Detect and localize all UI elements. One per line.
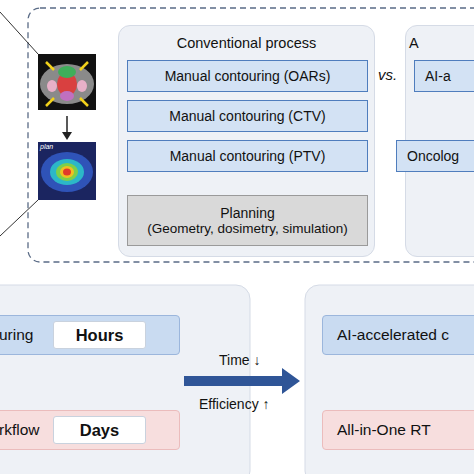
node-text: Planning bbox=[220, 205, 275, 221]
ct-image bbox=[38, 54, 96, 110]
process-box: Oncolog bbox=[396, 140, 474, 172]
node-text: rkflow bbox=[0, 421, 39, 439]
node-text: All-in-One RT bbox=[337, 421, 431, 439]
process-box: Manual contouring (OARs) bbox=[127, 60, 368, 92]
time-value: Hours bbox=[53, 321, 146, 349]
node-text: AI-accelerated c bbox=[337, 326, 449, 344]
node-text: Days bbox=[80, 421, 119, 440]
node-text: A bbox=[409, 35, 419, 51]
node-text: AI-a bbox=[425, 68, 451, 84]
node-text: Hours bbox=[76, 326, 124, 345]
process-panel: Conventional processManual contouring (O… bbox=[118, 25, 375, 257]
arrow-head bbox=[62, 132, 72, 140]
process-box: Manual contouring (PTV) bbox=[127, 140, 368, 172]
time-bar: rkflow Days bbox=[0, 410, 180, 450]
time-value: Days bbox=[53, 416, 146, 444]
time-bar: All-in-One RT bbox=[322, 410, 474, 450]
big-arrow bbox=[184, 368, 300, 394]
zoom-line bbox=[0, 200, 38, 236]
planning-box: Planning(Geometry, dosimetry, simulation… bbox=[127, 195, 368, 246]
node-text: Manual contouring (OARs) bbox=[165, 68, 331, 84]
node-text: uring bbox=[0, 326, 33, 344]
node-text: Manual contouring (PTV) bbox=[170, 148, 326, 164]
node-text: Conventional process bbox=[177, 35, 316, 51]
image-tag: plan bbox=[40, 143, 53, 150]
process-box: AI-a bbox=[414, 60, 474, 92]
node-text: Manual contouring (CTV) bbox=[169, 108, 325, 124]
process-panel: A AI-aOncolog bbox=[405, 25, 474, 257]
zoom-line bbox=[0, 12, 38, 54]
vs-label: vs. bbox=[378, 66, 397, 83]
process-box: Manual contouring (CTV) bbox=[127, 100, 368, 132]
arrow-label: Time ↓ bbox=[219, 352, 260, 368]
time-bar: AI-accelerated c bbox=[322, 315, 474, 355]
time-bar: uring Hours bbox=[0, 315, 180, 355]
node-subtext: (Geometry, dosimetry, simulation) bbox=[147, 221, 348, 236]
node-text: Oncolog bbox=[407, 148, 459, 164]
arrow-label: Efficiency ↑ bbox=[199, 396, 270, 412]
plan-image bbox=[38, 142, 96, 200]
